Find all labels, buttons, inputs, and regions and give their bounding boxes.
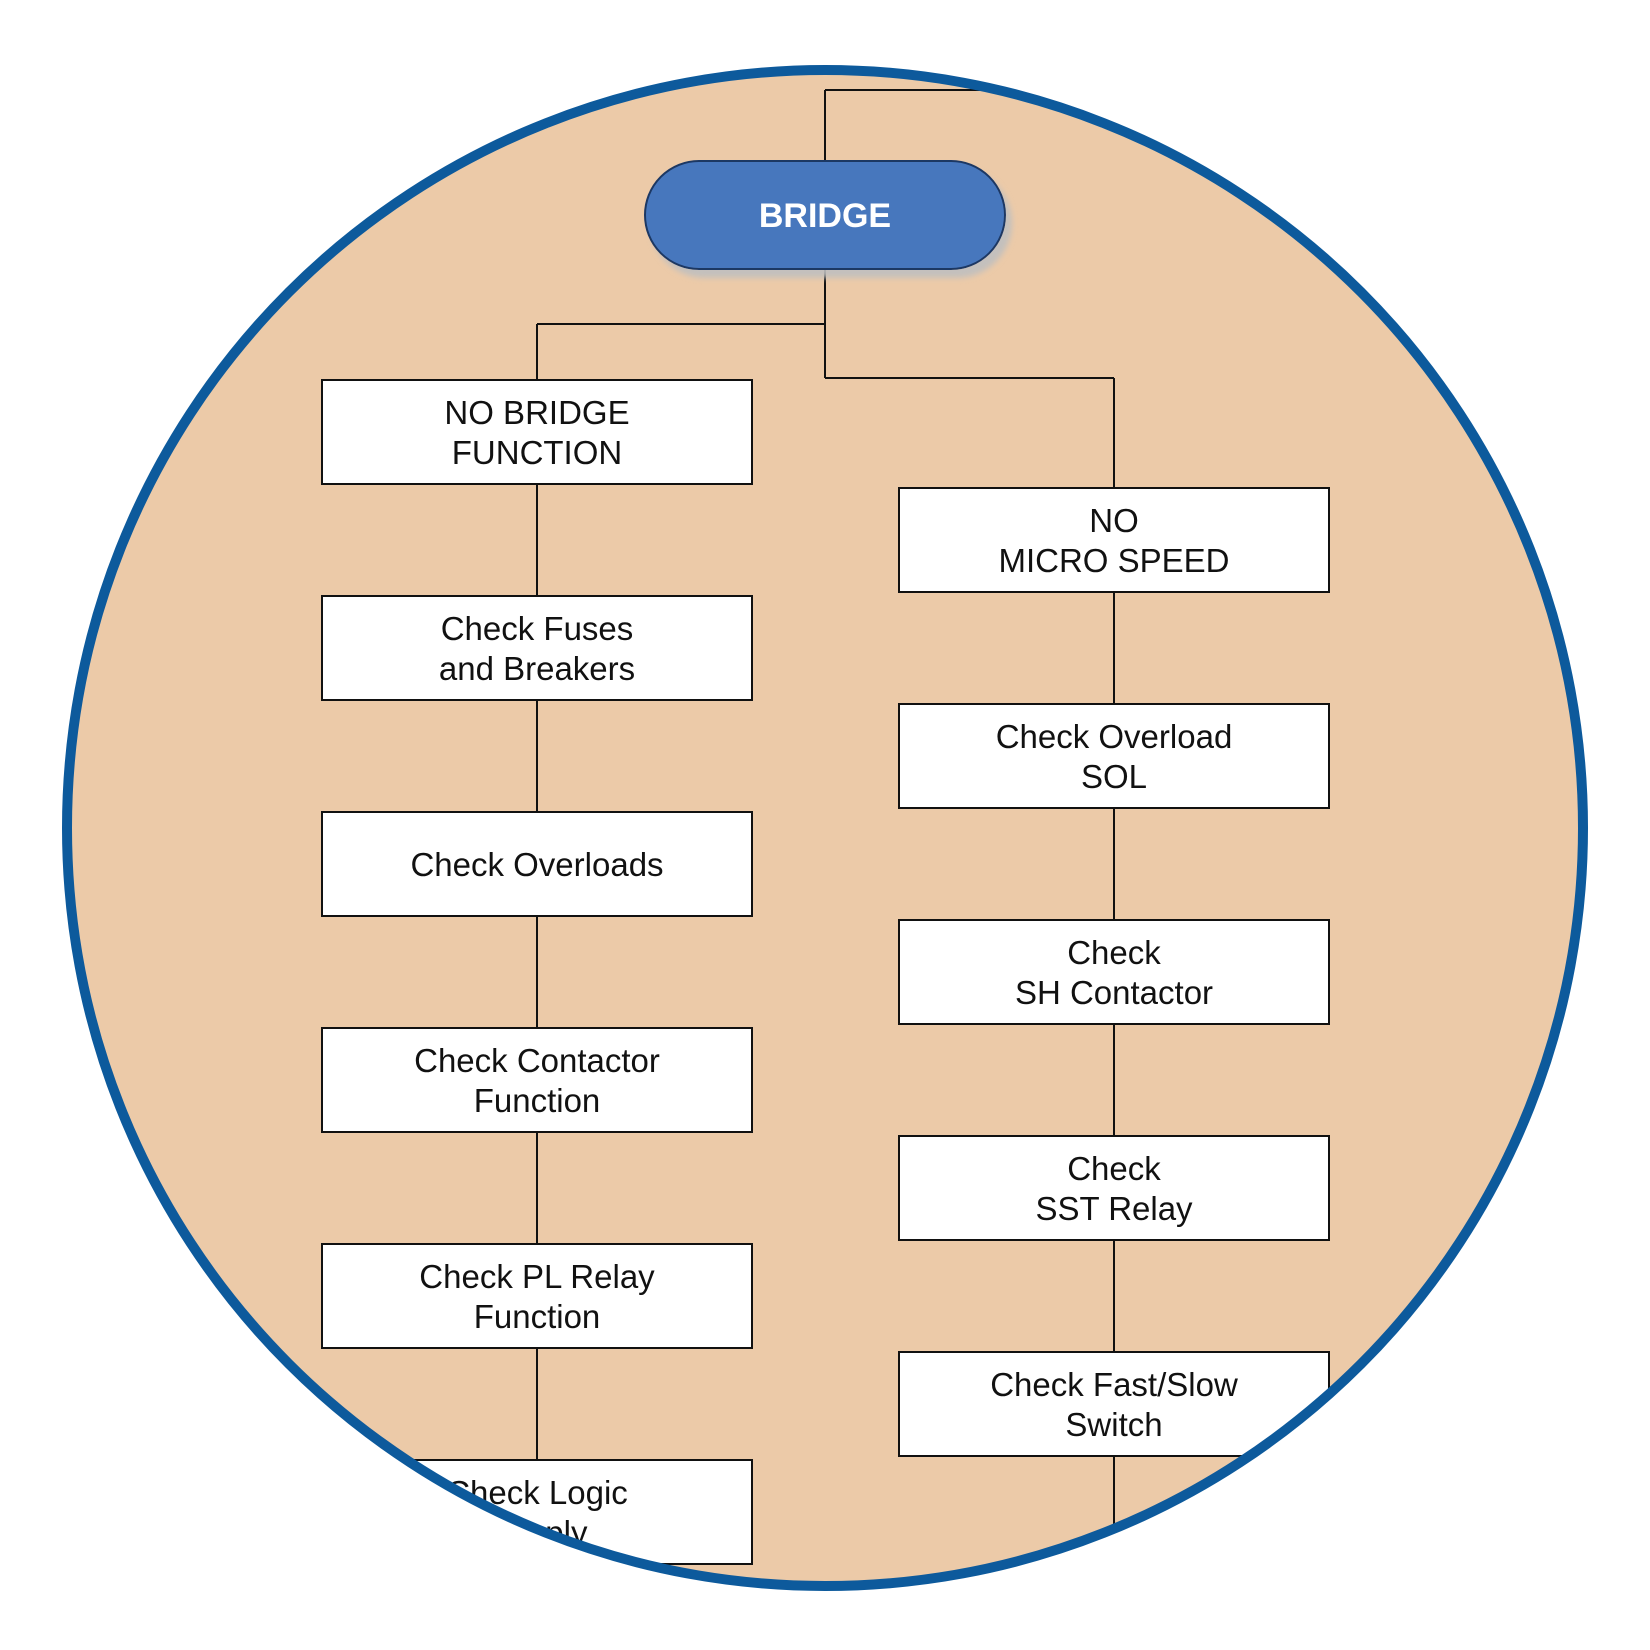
root-node: BRIDGE	[644, 160, 1006, 270]
left-step-label: Function	[474, 1082, 601, 1119]
right-step-box-shape	[898, 487, 1330, 593]
left-step-box-shape	[321, 811, 753, 917]
left-step-label: NO BRIDGE	[444, 394, 629, 431]
right-step-box-shape	[898, 919, 1330, 1025]
root-node-label: BRIDGE	[759, 197, 891, 235]
left-step-label: FUNCTION	[452, 434, 622, 471]
right-step-label: SOL	[1081, 758, 1147, 795]
right-step-label: Check	[1067, 934, 1161, 971]
right-step-box-shape	[898, 1351, 1330, 1457]
left-step-label: and Breakers	[439, 650, 635, 687]
left-step-label: Check Contactor	[414, 1042, 660, 1079]
right-step-label: Switch	[1065, 1406, 1162, 1443]
right-step-label: MICRO SPEED	[998, 542, 1229, 579]
circle-border	[62, 65, 1588, 1591]
right-step-label: Check Fast/Slow	[990, 1366, 1238, 1403]
right-step-label: NO	[1089, 502, 1139, 539]
left-step-box-shape	[321, 379, 753, 485]
right-step-box-shape	[898, 703, 1330, 809]
left-step-label: Function	[474, 1298, 601, 1335]
left-step-label: Check PL Relay	[419, 1258, 655, 1295]
right-step-label: Check Overload	[996, 718, 1233, 755]
left-step-box-shape	[321, 1027, 753, 1133]
right-step-label: SH Contactor	[1015, 974, 1213, 1011]
left-step-label: Check Overloads	[410, 846, 663, 883]
left-step-box: Check Overloads	[321, 811, 753, 917]
left-step-box-shape	[321, 1243, 753, 1349]
root-node-shape	[644, 160, 1006, 270]
left-step-label: Check Logic	[446, 1474, 628, 1511]
right-step-box-shape	[898, 1135, 1330, 1241]
left-step-label: Check Fuses	[441, 610, 634, 647]
right-step-label: Check	[1067, 1150, 1161, 1187]
right-step-label: SST Relay	[1035, 1190, 1193, 1227]
